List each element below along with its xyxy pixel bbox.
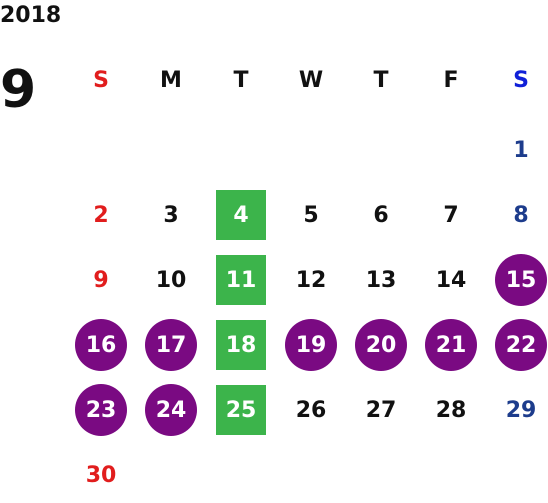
- day-cell-29[interactable]: 29: [505, 397, 537, 423]
- day-cell-28[interactable]: 28: [435, 397, 467, 423]
- year-label: 2018: [0, 3, 62, 28]
- day-cell-4[interactable]: 4: [216, 190, 266, 240]
- day-cell-15[interactable]: 15: [495, 254, 547, 306]
- day-cell-11[interactable]: 11: [216, 255, 266, 305]
- weekday-header-5: F: [443, 67, 459, 93]
- day-cell-22[interactable]: 22: [495, 319, 547, 371]
- day-cell-26[interactable]: 26: [295, 397, 327, 423]
- day-cell-12[interactable]: 12: [295, 267, 327, 293]
- day-cell-27[interactable]: 27: [365, 397, 397, 423]
- day-cell-6[interactable]: 6: [373, 202, 389, 228]
- day-cell-1[interactable]: 1: [513, 137, 529, 163]
- day-cell-14[interactable]: 14: [435, 267, 467, 293]
- day-cell-25[interactable]: 25: [216, 385, 266, 435]
- day-cell-21[interactable]: 21: [425, 319, 477, 371]
- day-cell-18[interactable]: 18: [216, 320, 266, 370]
- weekday-header-3: W: [298, 67, 324, 93]
- weekday-header-2: T: [233, 67, 249, 93]
- weekday-header-6: S: [513, 67, 529, 93]
- day-cell-24[interactable]: 24: [145, 384, 197, 436]
- day-cell-16[interactable]: 16: [75, 319, 127, 371]
- day-cell-13[interactable]: 13: [365, 267, 397, 293]
- month-number: 9: [0, 60, 37, 120]
- weekday-header-0: S: [93, 67, 109, 93]
- day-cell-19[interactable]: 19: [285, 319, 337, 371]
- day-cell-8[interactable]: 8: [513, 202, 529, 228]
- day-cell-17[interactable]: 17: [145, 319, 197, 371]
- day-cell-23[interactable]: 23: [75, 384, 127, 436]
- day-cell-10[interactable]: 10: [155, 267, 187, 293]
- weekday-header-1: M: [160, 67, 182, 93]
- weekday-header-4: T: [373, 67, 389, 93]
- day-cell-20[interactable]: 20: [355, 319, 407, 371]
- day-cell-9[interactable]: 9: [93, 267, 109, 293]
- day-cell-3[interactable]: 3: [163, 202, 179, 228]
- day-cell-5[interactable]: 5: [303, 202, 319, 228]
- day-cell-30[interactable]: 30: [85, 462, 117, 488]
- day-cell-2[interactable]: 2: [93, 202, 109, 228]
- day-cell-7[interactable]: 7: [443, 202, 459, 228]
